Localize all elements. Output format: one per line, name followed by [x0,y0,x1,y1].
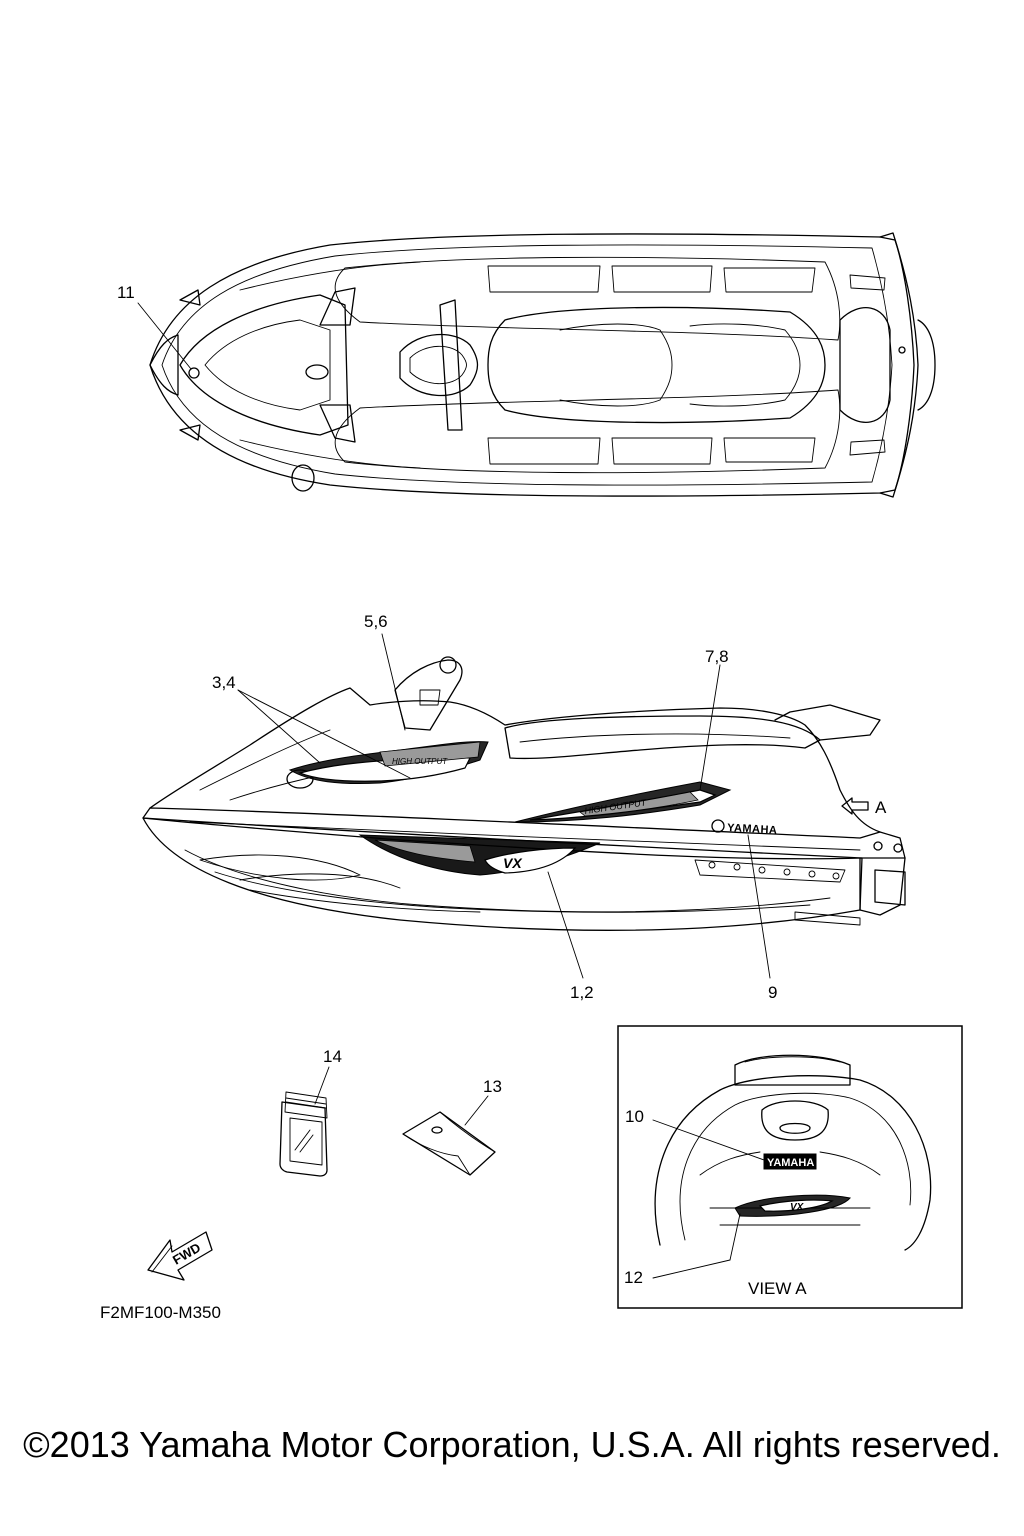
diagram-code: F2MF100-M350 [100,1303,221,1322]
view-a-arrow-label: A [875,798,887,817]
decal-high-output-front: HIGH OUTPUT [392,757,448,766]
leader-14 [314,1066,330,1105]
decal-yamaha-side: YAMAHA [711,819,778,837]
view-a-box [617,1025,963,1309]
leader-9 [747,834,771,979]
callout-3-4: 3,4 [212,673,236,692]
leader-5-6 [381,633,406,731]
leader-10 [652,1119,765,1161]
callout-12: 12 [624,1268,643,1287]
side-view-craft [142,656,906,931]
top-view-craft [149,232,936,498]
view-a-arrow: A [841,797,887,817]
leader-11 [137,302,192,370]
callout-10: 10 [625,1107,644,1126]
callout-14: 14 [323,1047,342,1066]
decal-front-panel: HIGH OUTPUT [288,741,489,785]
leader-3-4b [237,689,411,779]
decal-vx-rear-text: VX [790,1202,805,1213]
callout-7-8: 7,8 [705,647,729,666]
decal-11-marker [188,367,200,379]
fwd-arrow: FWD [147,1231,213,1281]
decal-rear-panel: HIGH OUTPUT [514,781,732,823]
part-14-pouch [279,1091,328,1177]
view-a-label: VIEW A [748,1279,807,1298]
callout-13: 13 [483,1077,502,1096]
leader-12b [729,1213,741,1261]
callout-1-2: 1,2 [570,983,594,1002]
leader-13 [464,1095,489,1126]
decal-yamaha-side-text: YAMAHA [727,822,778,837]
decal-vx-logo: VX [358,834,601,876]
part-13-holder [402,1111,496,1176]
leader-12 [652,1259,731,1279]
callout-5-6: 5,6 [364,612,388,631]
copyright-notice: ©2013 Yamaha Motor Corporation, U.S.A. A… [23,1424,1001,1465]
view-a-rear-craft: YAMAHA VX [654,1054,932,1251]
callout-11: 11 [117,283,135,302]
leader-7-8 [699,664,721,791]
callout-9: 9 [768,983,777,1002]
decal-vx-text: VX [503,855,523,871]
fwd-text: FWD [170,1240,203,1268]
leader-1-2 [547,871,584,979]
leader-3-4 [237,689,321,764]
decal-yamaha-rear-text: YAMAHA [767,1157,814,1169]
